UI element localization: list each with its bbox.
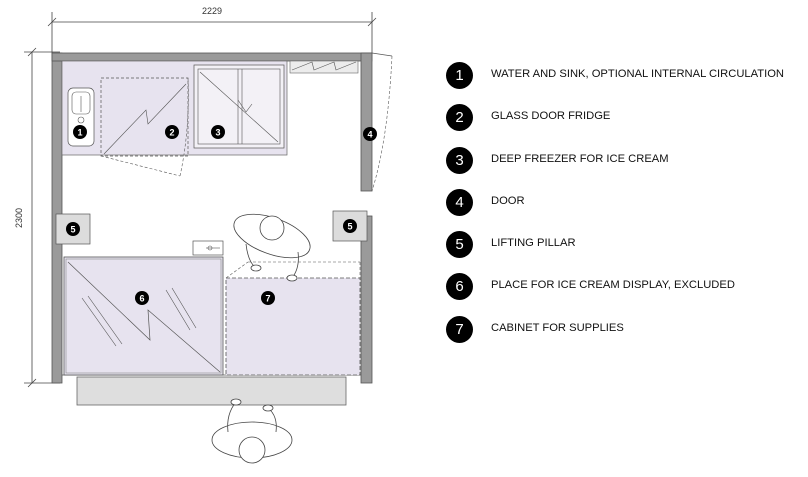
legend-label: PLACE FOR ICE CREAM DISPLAY, EXCLUDED [491, 279, 735, 292]
legend-item-2: 2 GLASS DOOR FRIDGE [446, 102, 808, 144]
marker-6-label: 6 [139, 294, 144, 304]
legend-item-6: 6 PLACE FOR ICE CREAM DISPLAY, EXCLUDED [446, 271, 808, 313]
person-outside-figure [211, 398, 293, 464]
legend-badge: 5 [446, 231, 473, 259]
ice-cream-display [63, 256, 224, 376]
marker-1 [73, 125, 87, 139]
legend-badge: 2 [446, 104, 473, 132]
legend-label: LIFTING PILLAR [491, 237, 576, 250]
legend: 1 WATER AND SINK, OPTIONAL INTERNAL CIRC… [446, 60, 808, 356]
legend-label: CABINET FOR SUPPLIES [491, 321, 624, 334]
marker-4 [363, 127, 377, 141]
top-shelf [289, 60, 359, 74]
door [371, 52, 393, 192]
legend-label: WATER AND SINK, OPTIONAL INTERNAL CIRCUL… [491, 68, 784, 80]
legend-badge: 6 [446, 273, 473, 301]
deep-freezer [193, 64, 285, 149]
markers: 1 2 3 4 5 5 6 7 [66, 125, 377, 305]
legend-label: GLASS DOOR FRIDGE [491, 110, 611, 123]
legend-item-7: 7 CABINET FOR SUPPLIES [446, 314, 808, 356]
marker-4-label: 4 [367, 130, 372, 140]
marker-2-label: 2 [169, 128, 174, 138]
front-step [76, 376, 347, 406]
legend-badge: 1 [446, 62, 473, 89]
marker-6 [135, 291, 149, 305]
height-dimension-label: 2300 [14, 208, 24, 228]
legend-badge: 3 [446, 146, 473, 174]
width-dimension-label: 2229 [202, 6, 222, 16]
legend-item-3: 3 DEEP FREEZER FOR ICE CREAM [446, 145, 808, 187]
small-sink [192, 240, 224, 256]
marker-5-right [343, 219, 357, 233]
marker-5-right-label: 5 [347, 222, 352, 232]
person-inside-figure [233, 213, 311, 282]
legend-item-4: 4 DOOR [446, 187, 808, 229]
legend-item-5: 5 LIFTING PILLAR [446, 229, 808, 271]
marker-1-label: 1 [77, 128, 82, 138]
marker-3 [211, 125, 225, 139]
marker-7 [261, 291, 275, 305]
marker-5-left [66, 222, 80, 236]
marker-5-left-label: 5 [70, 225, 75, 235]
floor-plan: 2229 2300 [14, 6, 393, 464]
legend-item-1: 1 WATER AND SINK, OPTIONAL INTERNAL CIRC… [446, 60, 808, 102]
lifting-pillar-left [55, 213, 91, 245]
legend-label: DOOR [491, 194, 525, 207]
legend-label: DEEP FREEZER FOR ICE CREAM [491, 152, 669, 165]
legend-badge: 4 [446, 188, 473, 216]
marker-3-label: 3 [215, 128, 220, 138]
glass-door-fridge [100, 77, 189, 177]
dimension-lines [24, 12, 377, 388]
marker-7-label: 7 [265, 294, 270, 304]
legend-badge: 7 [446, 315, 473, 343]
marker-2 [165, 125, 179, 139]
supplies-cabinet [225, 261, 361, 376]
